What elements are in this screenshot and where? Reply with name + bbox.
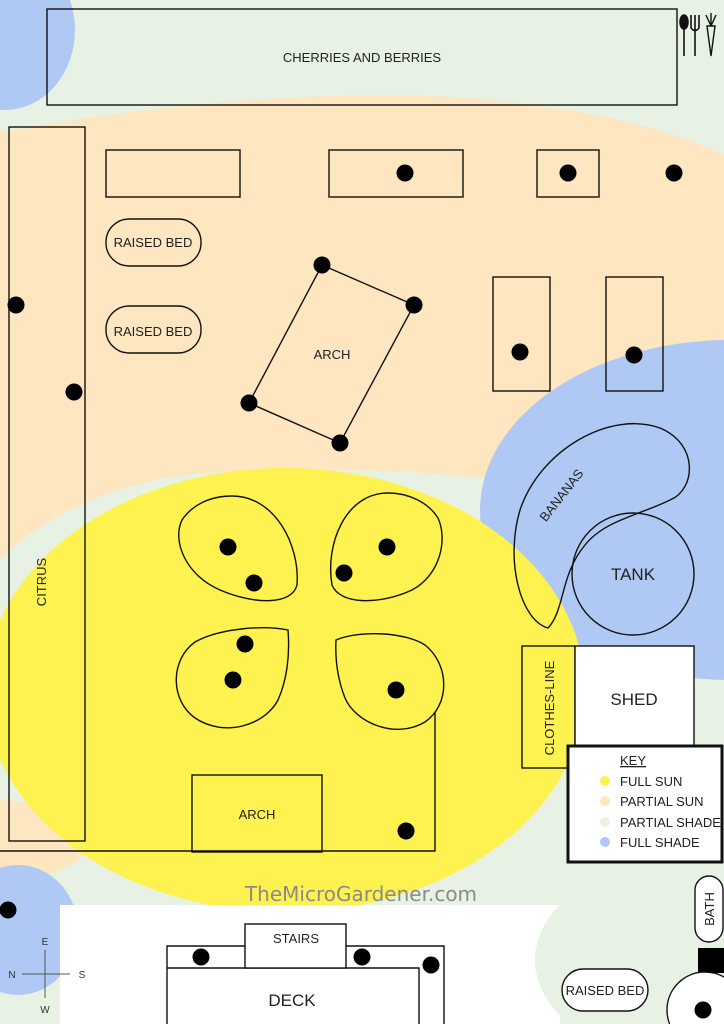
- teardrop-bed-2: [330, 492, 443, 602]
- label-arch-top: ARCH: [314, 347, 351, 362]
- plant-dots: [0, 164, 712, 1019]
- bed-top-3: [536, 149, 600, 198]
- label-cherries-berries: CHERRIES AND BERRIES: [283, 50, 442, 65]
- bed-top-1: [105, 149, 241, 198]
- key-label-full-shade: FULL SHADE: [620, 835, 700, 850]
- plant-dot: [313, 256, 331, 274]
- zone-full-shade-topleft: [0, 0, 75, 110]
- plant-dot: [65, 383, 83, 401]
- bed-top-2: [328, 149, 464, 198]
- plant-dot: [335, 564, 353, 582]
- label-arch-bottom: ARCH: [239, 807, 276, 822]
- shed: [574, 645, 695, 747]
- compass-n: N: [8, 970, 15, 981]
- label-tank: TANK: [611, 565, 656, 584]
- bed-citrus: [8, 126, 86, 842]
- plant-dot: [511, 343, 529, 361]
- label-citrus: CITRUS: [34, 557, 49, 606]
- watermark: TheMicroGardener.com: [244, 882, 477, 906]
- tank: [571, 512, 695, 636]
- plant-dot: [224, 671, 242, 689]
- zone-full-sun: [0, 468, 585, 912]
- arch-bottom: [191, 774, 323, 853]
- label-bath: BATH: [702, 892, 717, 926]
- carrot-icon: [705, 13, 717, 57]
- plant-dot: [625, 346, 643, 364]
- plant-dot: [396, 164, 414, 182]
- teardrop-bed-3: [175, 627, 290, 729]
- label-raised-bed-1: RAISED BED: [114, 235, 193, 250]
- bed-cherries-berries: [46, 8, 678, 106]
- plant-dot: [219, 538, 237, 556]
- plant-dot: [7, 296, 25, 314]
- plant-dot: [192, 948, 210, 966]
- plant-dot: [405, 296, 423, 314]
- plant-dot: [331, 434, 349, 452]
- raised-bed-3: [561, 968, 649, 1012]
- plant-dot: [378, 538, 396, 556]
- key-swatch-partial-shade: [600, 817, 610, 827]
- plant-dot: [665, 164, 683, 182]
- label-raised-bed-3: RAISED BED: [566, 983, 645, 998]
- stairs: [244, 923, 347, 969]
- teardrop-bed-4: [335, 632, 445, 731]
- zone-partial-sun-corner: [0, 800, 90, 879]
- key-swatch-full-shade: [600, 837, 610, 847]
- bed-right-1: [492, 276, 551, 392]
- compass-s: S: [79, 970, 86, 981]
- bed-bananas: [513, 423, 691, 629]
- label-clothes-line: CLOTHES-LINE: [542, 660, 557, 755]
- plant-dot: [353, 948, 371, 966]
- garden-edge: [0, 712, 436, 852]
- plant-dot: [236, 635, 254, 653]
- plant-dot: [0, 901, 17, 919]
- label-shed: SHED: [610, 690, 657, 709]
- label-stairs: STAIRS: [273, 931, 319, 946]
- plant-dot: [245, 574, 263, 592]
- compass: E W N S: [8, 937, 85, 1016]
- plant-dot: [387, 681, 405, 699]
- bath: [694, 875, 724, 943]
- key-label-partial-sun: PARTIAL SUN: [620, 794, 704, 809]
- zone-full-shade-bottomleft: [0, 865, 78, 995]
- key-title: KEY: [620, 753, 646, 768]
- plant-dot: [240, 394, 258, 412]
- key-label-partial-shade: PARTIAL SHADE: [620, 815, 721, 830]
- teardrop-bed-1: [178, 495, 298, 602]
- compass-w: W: [40, 1005, 50, 1016]
- key-box: [566, 744, 724, 864]
- bed-right-2: [605, 276, 664, 392]
- cutlery-icon: [679, 14, 700, 56]
- plant-dot: [397, 822, 415, 840]
- raised-bed-1: [105, 218, 202, 267]
- key-label-full-sun: FULL SUN: [620, 774, 682, 789]
- label-raised-bed-2: RAISED BED: [114, 324, 193, 339]
- plant-dot: [559, 164, 577, 182]
- plant-dot: [422, 956, 440, 974]
- label-deck: DECK: [268, 991, 316, 1010]
- compass-e: E: [42, 937, 49, 948]
- key-swatch-partial-sun: [600, 796, 610, 806]
- square-marker: [698, 948, 724, 973]
- plant-dot: [694, 1001, 712, 1019]
- raised-bed-2: [105, 305, 202, 354]
- key-swatch-full-sun: [600, 776, 610, 786]
